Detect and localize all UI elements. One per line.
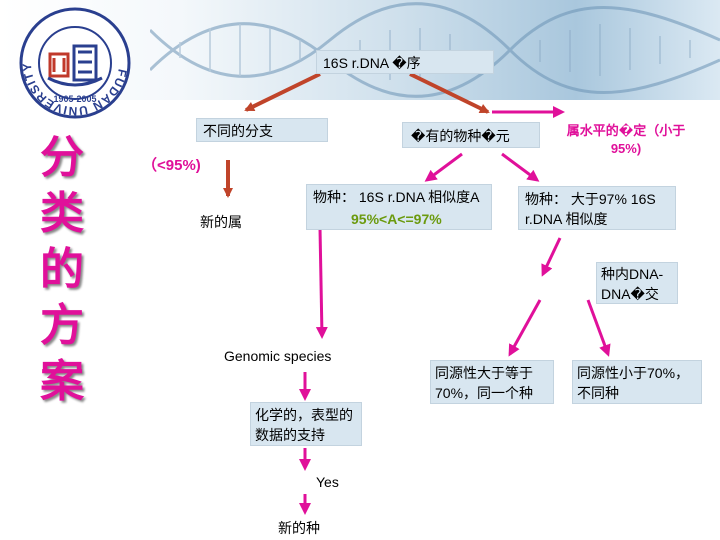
title-char: 方 — [40, 300, 84, 351]
title-char: 类 — [40, 188, 84, 239]
left-branch-threshold: （<95%) — [142, 157, 201, 174]
arrow-to-genomic — [315, 227, 328, 339]
arrow-top-left — [244, 72, 321, 112]
species-mid-range: 95%<A<=97% — [351, 211, 442, 227]
title-char: 的 — [40, 244, 84, 295]
arrow-top-right — [409, 72, 490, 114]
node-chemotaxonomic-support: 化学的，表型的数据的支持 — [250, 402, 362, 446]
node-genus-level: 属水平的�定（小于95%) — [566, 123, 686, 156]
node-species-similarity-range: 物种： 16S r.DNA 相似度A 95%<A<=97% — [306, 184, 492, 230]
node-homology-high: 同源性大于等于70%，同一个种 — [430, 360, 554, 404]
arrow-to-hybrid — [541, 237, 562, 277]
species-mid-line1: 物种： 16S r.DNA 相似度A — [313, 189, 480, 205]
svg-text:1905-2005: 1905-2005 — [53, 94, 96, 104]
node-new-species: 新的种 — [278, 520, 320, 536]
node-homology-low: 同源性小于70%，不同种 — [572, 360, 702, 404]
node-genomic-species: Genomic species — [224, 348, 332, 364]
node-existing-species-unit: �有的物种�元 — [402, 122, 540, 148]
title-char: 案 — [40, 356, 84, 407]
arrow-to-homology-low — [586, 299, 611, 357]
node-dna-hybridization: 种内DNA-DNA�交 — [596, 262, 678, 304]
node-new-genus: 新的属 — [200, 214, 242, 230]
node-16s-sequencing: 16S r.DNA �序 — [316, 50, 494, 74]
arrow-right-down — [501, 152, 540, 182]
node-different-branch: 不同的分支 — [196, 118, 328, 142]
arrow-mid-down — [424, 152, 463, 182]
title-char: 分 — [40, 132, 84, 183]
vertical-title: 分 类 的 方 案 — [30, 130, 94, 410]
node-species-above-97: 物种： 大于97% 16S r.DNA 相似度 — [518, 186, 676, 230]
arrow-to-homology-high — [508, 299, 542, 357]
university-logo: FUDAN UNIVERSITY 1905-2005 — [19, 7, 131, 119]
label-yes: Yes — [316, 474, 339, 490]
